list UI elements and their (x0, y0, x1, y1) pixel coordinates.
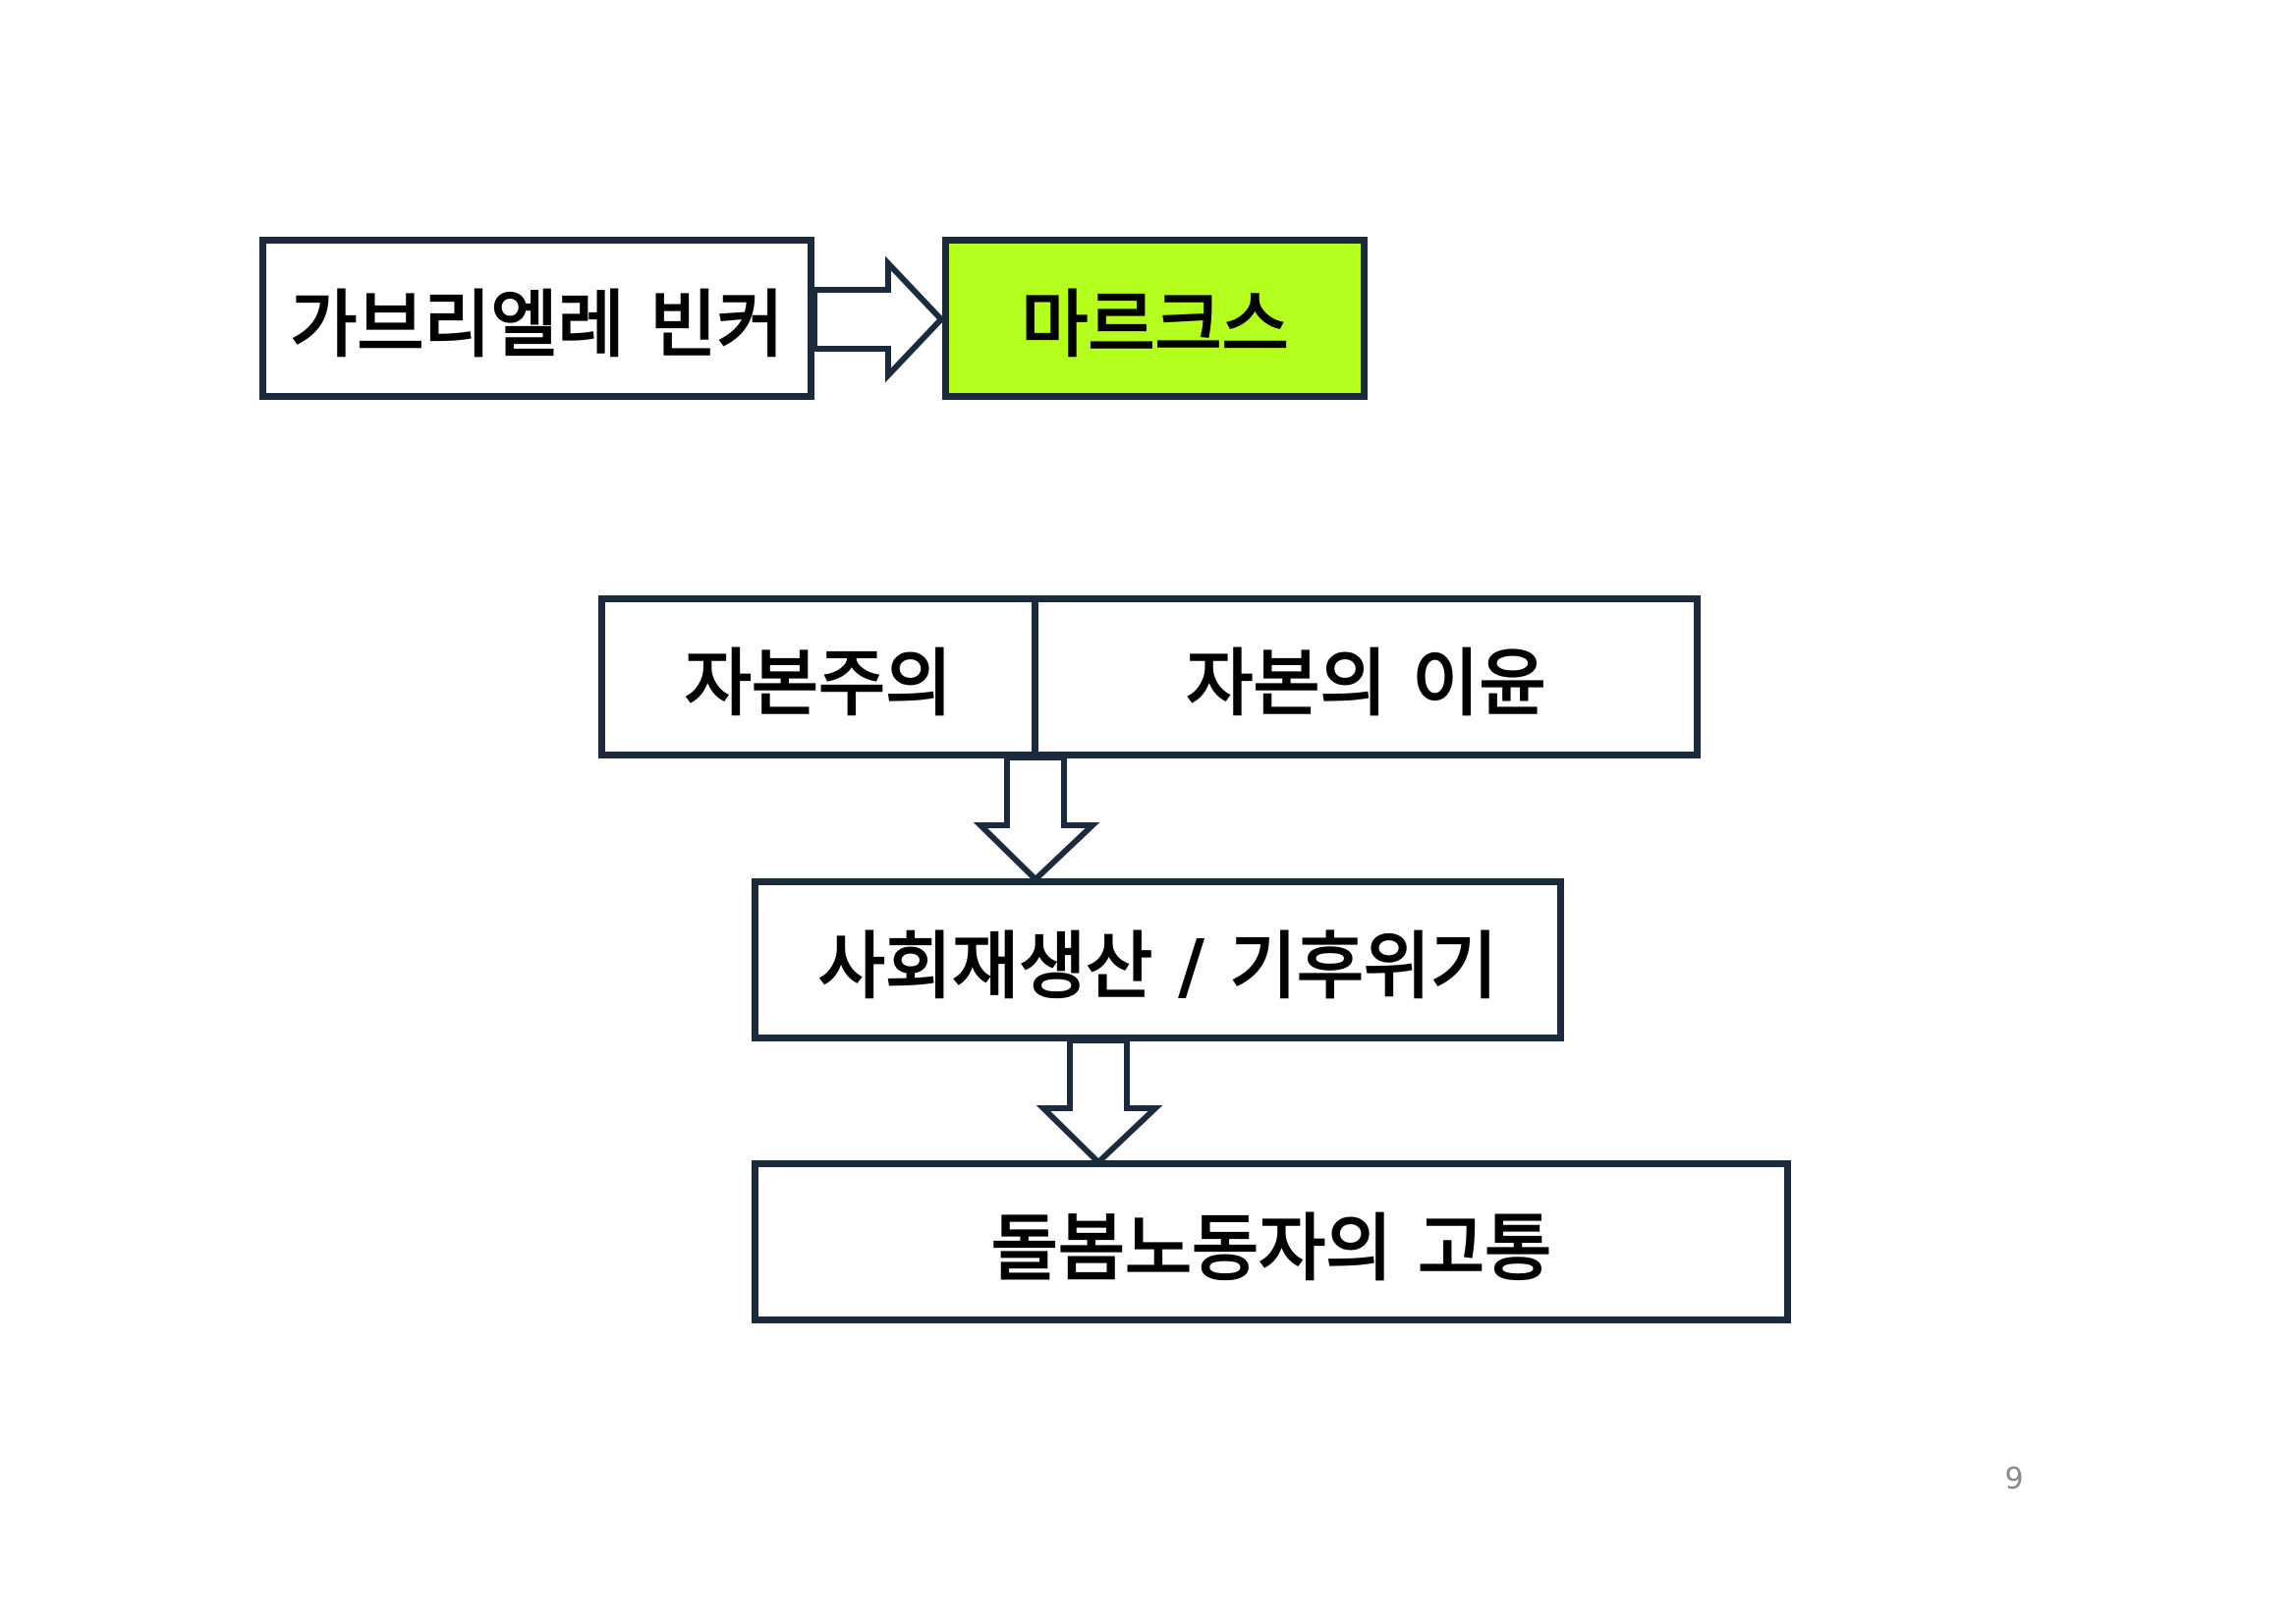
node-suffering-label: 돌봄노동자의 고통 (990, 1205, 1552, 1291)
node-gabriele-winker-label: 가브리엘레 빈커 (290, 282, 784, 367)
node-capitalism-left-label: 자본주의 (684, 641, 953, 726)
node-capitalism: 자본주의 자본의 이윤 (598, 595, 1701, 758)
node-social-reproduction-climate-crisis: 사회재생산 / 기후위기 (752, 878, 1564, 1041)
node-capitalism-right-cell: 자본의 이윤 (1038, 602, 1694, 752)
node-capitalism-right-label: 자본의 이윤 (1186, 641, 1546, 726)
arrow-right-icon (812, 255, 946, 383)
arrow-down-icon (973, 755, 1100, 884)
arrow-down-icon (1036, 1037, 1163, 1167)
node-crisis-label: 사회재생산 / 기후위기 (817, 924, 1498, 1009)
node-capitalism-left-cell: 자본주의 (605, 602, 1038, 752)
node-marx-label: 마르크스 (1021, 282, 1289, 367)
node-gabriele-winker: 가브리엘레 빈커 (259, 237, 814, 400)
node-care-workers-suffering: 돌봄노동자의 고통 (752, 1160, 1791, 1323)
page-number: 9 (2004, 1462, 2024, 1496)
node-marx: 마르크스 (942, 237, 1368, 400)
